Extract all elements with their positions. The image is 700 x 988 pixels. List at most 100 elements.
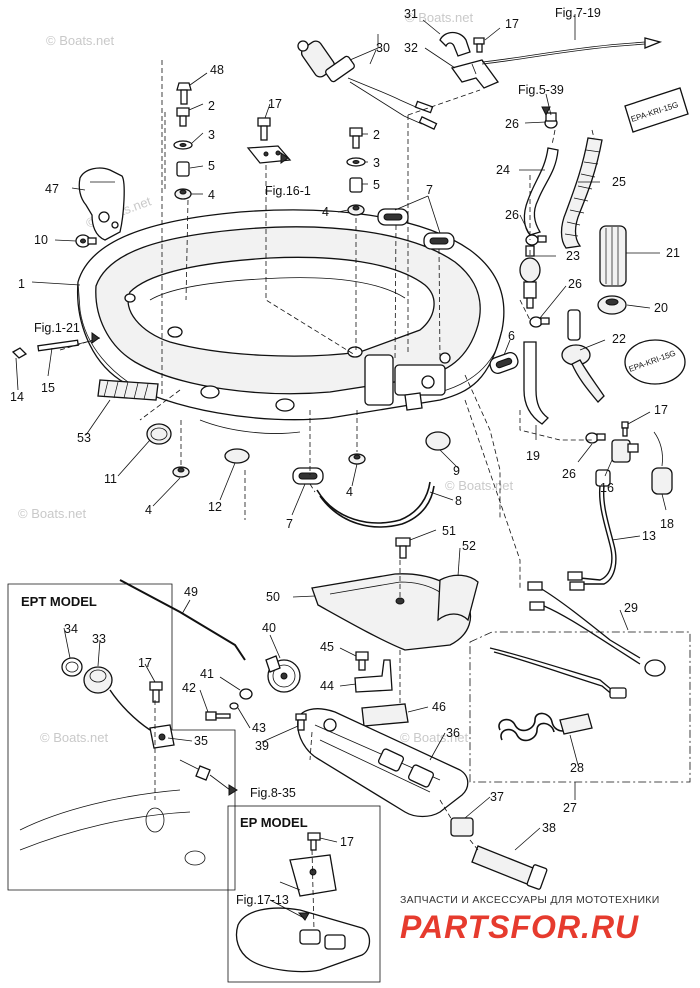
- part-40-pulley[interactable]: [265, 655, 301, 693]
- callout-9: 9: [453, 464, 460, 478]
- plugs[interactable]: [146, 423, 451, 464]
- callout-10: 10: [34, 233, 48, 247]
- part-46-plate[interactable]: [361, 703, 409, 727]
- callout-13: 13: [642, 529, 656, 543]
- callout-4: 4: [322, 205, 329, 219]
- callout-17: 17: [654, 403, 668, 417]
- part-51-screw[interactable]: [395, 537, 411, 559]
- watermark: © Boats.net: [18, 506, 87, 521]
- callout-22: 22: [612, 332, 626, 346]
- part-20-grommet[interactable]: [597, 295, 627, 315]
- callout-numbers: 48 2 3 5 4 47 10 1 17 2 3 5 4 7 31 32 30…: [10, 7, 680, 849]
- callout-17: 17: [505, 17, 519, 31]
- part-35-cable-bracket[interactable]: [149, 724, 211, 781]
- part-25-hose[interactable]: [560, 137, 603, 249]
- callout-24: 24: [496, 163, 510, 177]
- callout-26: 26: [562, 467, 576, 481]
- part-19-hose[interactable]: [523, 341, 549, 425]
- callout-36: 36: [446, 726, 460, 740]
- part-8-clip[interactable]: [316, 481, 435, 528]
- kill-switch-box: [469, 631, 691, 783]
- brand-site: PARTSFOR.RU: [400, 909, 639, 945]
- callout-11: 11: [104, 472, 117, 486]
- callout-49: 49: [184, 585, 198, 599]
- callout-35: 35: [194, 734, 208, 748]
- fastener-stack-left[interactable]: [173, 82, 193, 200]
- part-4-washers-lower[interactable]: [172, 453, 366, 478]
- part-29-harness[interactable]: [527, 581, 666, 677]
- cable-fig-7-19[interactable]: [481, 37, 663, 65]
- callout-17: 17: [138, 656, 152, 670]
- part-47-handle[interactable]: [78, 167, 125, 241]
- callout-26: 26: [505, 208, 519, 222]
- ref-fig-7-19: Fig.7-19: [555, 6, 601, 20]
- part-6-grommet[interactable]: [488, 351, 520, 376]
- part-38-rod[interactable]: [471, 845, 548, 890]
- part-53-label[interactable]: [97, 379, 159, 401]
- callout-20: 20: [654, 301, 668, 315]
- part-33-plug[interactable]: [83, 666, 151, 731]
- part-17-bracket-top[interactable]: [246, 117, 292, 164]
- part-42-bolt[interactable]: [205, 711, 231, 721]
- part-21-element[interactable]: [599, 225, 627, 287]
- callout-30: 30: [376, 41, 390, 55]
- callout-32: 32: [404, 41, 418, 55]
- callout-19: 19: [526, 449, 540, 463]
- part-52-strip[interactable]: [437, 574, 479, 622]
- callout-8: 8: [455, 494, 462, 508]
- part-31-32-clips[interactable]: [439, 31, 500, 89]
- dashed-reference-lines: [59, 60, 595, 931]
- reference-arrows: [91, 106, 551, 921]
- callout-2: 2: [208, 99, 215, 113]
- callout-4: 4: [208, 188, 215, 202]
- callout-37: 37: [490, 790, 504, 804]
- part-22-connector[interactable]: [561, 309, 605, 403]
- ref-fig-8-35: Fig.8-35: [250, 786, 296, 800]
- ep-case[interactable]: [235, 907, 371, 973]
- part-39-screw[interactable]: [295, 713, 307, 731]
- part-45-screw[interactable]: [355, 651, 369, 671]
- callout-52: 52: [462, 539, 476, 553]
- part-17-ept-screw[interactable]: [149, 681, 163, 703]
- part-14-15-pin[interactable]: [11, 339, 79, 359]
- part-24-hose[interactable]: [523, 147, 559, 236]
- callout-5: 5: [208, 159, 215, 173]
- callout-6: 6: [508, 329, 515, 343]
- part-36-case[interactable]: [297, 708, 469, 818]
- part-34-ring[interactable]: [61, 657, 83, 677]
- part-13-harness[interactable]: [567, 469, 617, 591]
- part-30-switch[interactable]: [297, 39, 438, 130]
- part-44-bracket[interactable]: [354, 659, 393, 693]
- callout-46: 46: [432, 700, 446, 714]
- part-50-cover[interactable]: [311, 573, 472, 651]
- callout-3: 3: [373, 156, 380, 170]
- figure-references: Fig.7-19 Fig.5-39 Fig.16-1 Fig.1-21 Fig.…: [34, 6, 601, 907]
- ep-model-box: EP MODEL: [227, 805, 381, 983]
- callout-53: 53: [77, 431, 91, 445]
- ept-model-box: EPT MODEL: [7, 583, 236, 891]
- epa-tag-b: EPA-KRI-15G: [624, 339, 686, 385]
- part-7-grommets[interactable]: [292, 208, 455, 485]
- callout-40: 40: [262, 621, 276, 635]
- part-41-43-washers[interactable]: [229, 688, 253, 710]
- part-28-lanyard[interactable]: [489, 647, 627, 742]
- callout-28: 28: [570, 761, 584, 775]
- callout-26: 26: [568, 277, 582, 291]
- callout-21: 21: [666, 246, 680, 260]
- callout-4: 4: [145, 503, 152, 517]
- ref-fig-17-13: Fig.17-13: [236, 893, 289, 907]
- ref-fig-5-39: Fig.5-39: [518, 83, 564, 97]
- callout-25: 25: [612, 175, 626, 189]
- callout-1: 1: [18, 277, 25, 291]
- part-18-cap[interactable]: [651, 431, 673, 495]
- fastener-stack-right[interactable]: [346, 127, 366, 216]
- part-26-clips[interactable]: [525, 112, 606, 444]
- part-23-filter[interactable]: [519, 245, 541, 309]
- part-49-rod[interactable]: [119, 579, 246, 661]
- brand-footer: ЗАПЧАСТИ И АКСЕССУАРЫ ДЛЯ МОТОТЕХНИКИ PA…: [400, 894, 659, 945]
- part-10-grommet[interactable]: [75, 234, 97, 248]
- callout-34: 34: [64, 622, 78, 636]
- part-16-switch[interactable]: [611, 421, 639, 463]
- part-37-bushing[interactable]: [450, 817, 474, 837]
